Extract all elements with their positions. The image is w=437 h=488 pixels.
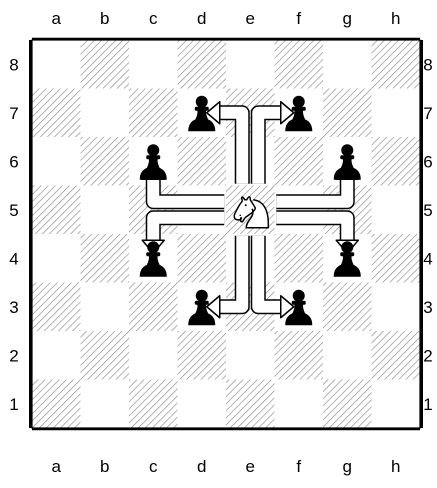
square-h3 [372, 283, 421, 332]
square-a8 [32, 40, 81, 89]
square-hatch-b8 [81, 40, 130, 89]
file-label-top-a: a [52, 9, 62, 28]
square-a2 [32, 331, 81, 380]
square-hatch-a7 [32, 89, 81, 138]
rank-label-right-2: 2 [423, 346, 432, 365]
square-hatch-f6 [275, 137, 324, 186]
square-e4 [226, 234, 275, 283]
square-hatch-f4 [275, 234, 324, 283]
rank-label-left-6: 6 [9, 152, 18, 171]
file-label-bottom-g: g [343, 457, 352, 476]
file-label-top-b: b [100, 9, 109, 28]
square-hatch-h6 [372, 137, 421, 186]
file-label-top-g: g [343, 9, 352, 28]
rank-label-left-1: 1 [9, 395, 18, 414]
rank-label-left-3: 3 [9, 298, 18, 317]
square-hatch-c3 [129, 283, 178, 332]
square-hatch-a1 [32, 380, 81, 429]
file-label-top-c: c [149, 9, 158, 28]
file-label-top-d: d [197, 9, 206, 28]
squares-layer [32, 40, 420, 428]
square-g8 [323, 40, 372, 89]
square-hatch-g3 [323, 283, 372, 332]
square-c8 [129, 40, 178, 89]
square-hatch-a3 [32, 283, 81, 332]
rank-label-right-3: 3 [423, 298, 432, 317]
square-c2 [129, 331, 178, 380]
rank-label-left-8: 8 [9, 55, 18, 74]
file-label-top-h: h [391, 9, 400, 28]
square-hatch-c1 [129, 380, 178, 429]
square-h1 [372, 380, 421, 429]
square-a4 [32, 234, 81, 283]
square-hatch-b4 [81, 234, 130, 283]
rank-label-right-7: 7 [423, 104, 432, 123]
rank-label-right-4: 4 [423, 249, 432, 268]
file-label-bottom-d: d [197, 457, 206, 476]
square-hatch-c7 [129, 89, 178, 138]
square-hatch-h2 [372, 331, 421, 380]
rank-label-left-2: 2 [9, 346, 18, 365]
square-b3 [81, 283, 130, 332]
file-label-bottom-c: c [149, 457, 158, 476]
square-hatch-f2 [275, 331, 324, 380]
rank-label-left-4: 4 [9, 249, 18, 268]
square-e8 [226, 40, 275, 89]
file-label-bottom-h: h [391, 457, 400, 476]
square-hatch-b2 [81, 331, 130, 380]
square-hatch-g1 [323, 380, 372, 429]
square-e2 [226, 331, 275, 380]
square-b1 [81, 380, 130, 429]
square-hatch-b6 [81, 137, 130, 186]
square-h5 [372, 186, 421, 235]
file-label-top-e: e [246, 9, 255, 28]
square-h7 [372, 89, 421, 138]
square-b5 [81, 186, 130, 235]
file-label-bottom-f: f [296, 457, 301, 476]
square-hatch-h4 [372, 234, 421, 283]
file-label-bottom-e: e [246, 457, 255, 476]
square-hatch-d2 [178, 331, 227, 380]
square-hatch-h8 [372, 40, 421, 89]
square-d1 [178, 380, 227, 429]
square-hatch-d6 [178, 137, 227, 186]
rank-label-left-5: 5 [9, 201, 18, 220]
file-label-bottom-a: a [52, 457, 62, 476]
square-g2 [323, 331, 372, 380]
rank-label-right-6: 6 [423, 152, 432, 171]
square-b7 [81, 89, 130, 138]
square-f5 [275, 186, 324, 235]
rank-label-right-5: 5 [423, 201, 432, 220]
square-d5 [178, 186, 227, 235]
file-label-top-f: f [296, 9, 301, 28]
square-hatch-e1 [226, 380, 275, 429]
square-e6 [226, 137, 275, 186]
square-f1 [275, 380, 324, 429]
rank-label-right-8: 8 [423, 55, 432, 74]
square-hatch-a5 [32, 186, 81, 235]
square-a6 [32, 137, 81, 186]
file-label-bottom-b: b [100, 457, 109, 476]
square-hatch-d4 [178, 234, 227, 283]
square-hatch-g7 [323, 89, 372, 138]
rank-label-left-7: 7 [9, 104, 18, 123]
square-hatch-d8 [178, 40, 227, 89]
square-hatch-f8 [275, 40, 324, 89]
rank-label-right-1: 1 [423, 395, 432, 414]
